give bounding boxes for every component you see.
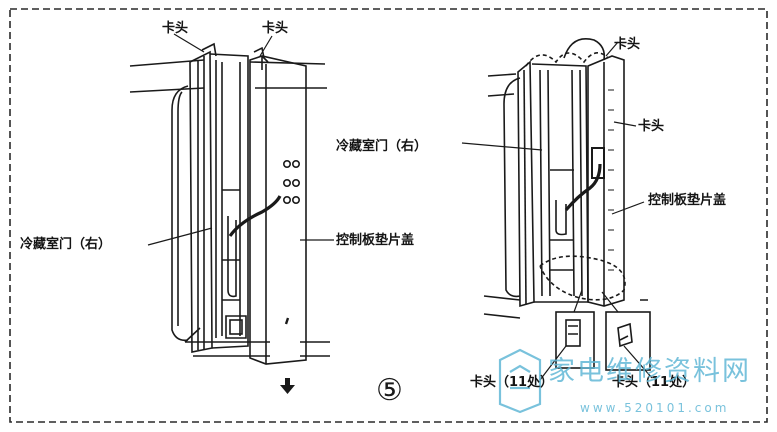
right-leader-clip-top [605,41,619,57]
right-figure [461,38,653,381]
left-wire [228,195,282,237]
left-button-5 [282,196,291,205]
right-door-label: 冷藏室门（右） [336,139,428,154]
left-button-6 [291,196,300,205]
step-number: ⑤ [376,373,403,408]
left-door-inner [209,53,249,349]
right-door-inner [531,63,589,303]
left-back-panel [171,85,189,342]
right-control-cover [587,55,625,307]
inset-box-left [555,311,595,369]
right-cabinet-lines [483,73,648,319]
left-leader-clip-1 [173,33,205,53]
left-leader-clip-2 [259,35,273,57]
bottom-clip-label-2: 卡头（11处） [612,375,696,390]
left-cover-label: 控制板垫片盖 [336,233,415,248]
left-button-4 [291,179,300,188]
left-cabinet-bottom [184,327,330,357]
bottom-clip-label-1: 卡头（11处） [470,375,554,390]
watermark-logo-icon [498,348,542,414]
right-clip-top-label: 卡头 [614,37,641,52]
right-top-dashed-clips [525,52,609,67]
right-cover-ticks [608,89,614,271]
left-door-body [189,50,213,353]
left-button-1 [282,160,291,169]
watermark-url: www.520101.com [580,401,730,415]
right-cover-label: 控制板垫片盖 [648,193,727,208]
left-clip-label-2: 卡头 [262,21,289,36]
watermark-text: 家电维修资料网 [548,356,751,387]
inset-box-right [605,311,651,371]
right-leader-clip-side [613,121,637,127]
left-control-cover [249,55,307,365]
left-clip-label-1: 卡头 [162,21,189,36]
dashed-frame [9,8,768,423]
right-back-panel [503,77,521,298]
left-leader-door [147,227,213,246]
right-bottom-dashed [539,255,626,301]
left-top-clip [201,42,265,59]
right-leader-cover [611,201,645,215]
left-cabinet-top [129,59,327,93]
bottom-leader-1 [539,345,567,381]
right-leader-door [461,142,543,151]
left-figure [129,33,334,365]
down-arrow-icon [280,378,295,394]
left-button-3 [282,179,291,188]
bottom-leader-2 [623,345,653,379]
right-wire [564,163,602,212]
right-clip-side-label: 卡头 [638,119,665,134]
left-door-label: 冷藏室门（右） [20,237,112,252]
left-button-2 [291,160,300,169]
